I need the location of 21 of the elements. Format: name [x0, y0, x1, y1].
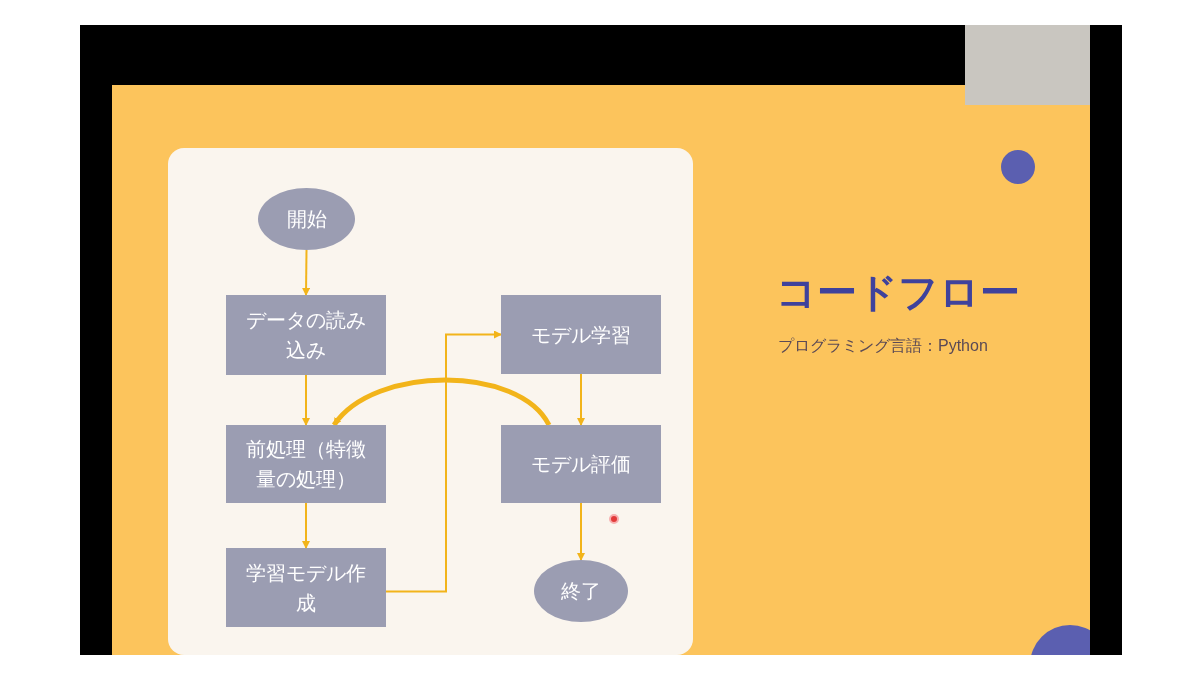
- node-label: 終了: [561, 579, 601, 604]
- process-box: [501, 295, 661, 374]
- node-label: モデル評価: [531, 452, 631, 477]
- slide-title: コードフロー: [776, 269, 1020, 316]
- node-label: モデル学習: [531, 322, 631, 348]
- arrow: [302, 249, 311, 296]
- node-label: 前処理（特徴量の処理）: [245, 437, 367, 492]
- arrow: [577, 373, 585, 426]
- process-box: [226, 295, 386, 375]
- arrow: [302, 502, 310, 549]
- arrow: [302, 374, 310, 426]
- node-label: 学習モデル作成: [245, 560, 367, 616]
- arrow: [332, 377, 552, 427]
- node-label: 開始: [286, 207, 327, 232]
- arrow: [577, 502, 585, 561]
- process-box: [226, 425, 386, 503]
- node-label: データの読み込み: [245, 308, 367, 363]
- process-box: [501, 425, 661, 503]
- info-text: プログラミング言語：Python: [778, 336, 988, 356]
- process-box: [226, 548, 386, 627]
- arrow: [385, 330, 502, 593]
